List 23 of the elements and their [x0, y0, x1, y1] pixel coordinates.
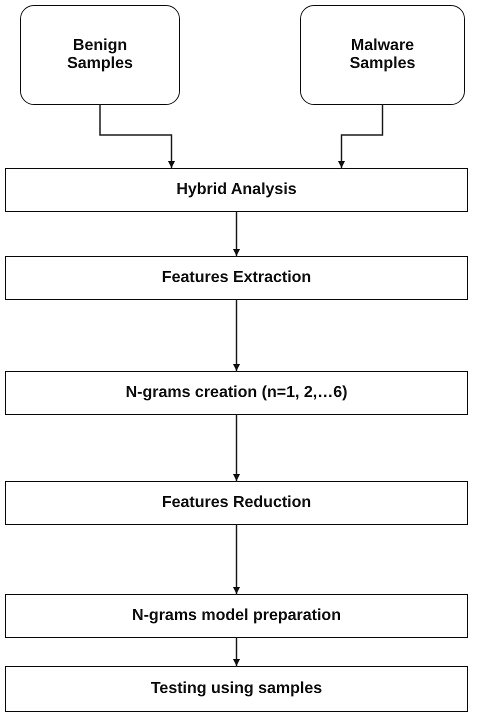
process-box: [5, 481, 468, 525]
box-label: Features Reduction: [162, 494, 312, 512]
sample-box: [20, 5, 180, 105]
arrow: [233, 415, 240, 481]
box-label: Features Extraction: [162, 269, 312, 287]
box-label: Testing using samples: [150, 680, 322, 698]
process-box: [5, 666, 468, 712]
arrow: [338, 105, 384, 168]
process-box: [5, 371, 468, 415]
arrow: [233, 638, 240, 666]
arrow: [233, 212, 240, 256]
box-label: Hybrid Analysis: [176, 181, 297, 199]
process-box: [5, 168, 468, 212]
box-label: Benign Samples: [66, 37, 134, 73]
box-label: N-grams creation (n=1, 2,…6): [126, 384, 348, 402]
arrow: [99, 105, 175, 168]
sample-box: [300, 5, 465, 105]
arrow: [233, 300, 240, 371]
box-label: N-grams model preparation: [132, 607, 341, 625]
box-label: Malware Samples: [348, 37, 416, 73]
arrow: [233, 525, 240, 594]
process-box: [5, 256, 468, 300]
process-box: [5, 594, 468, 638]
